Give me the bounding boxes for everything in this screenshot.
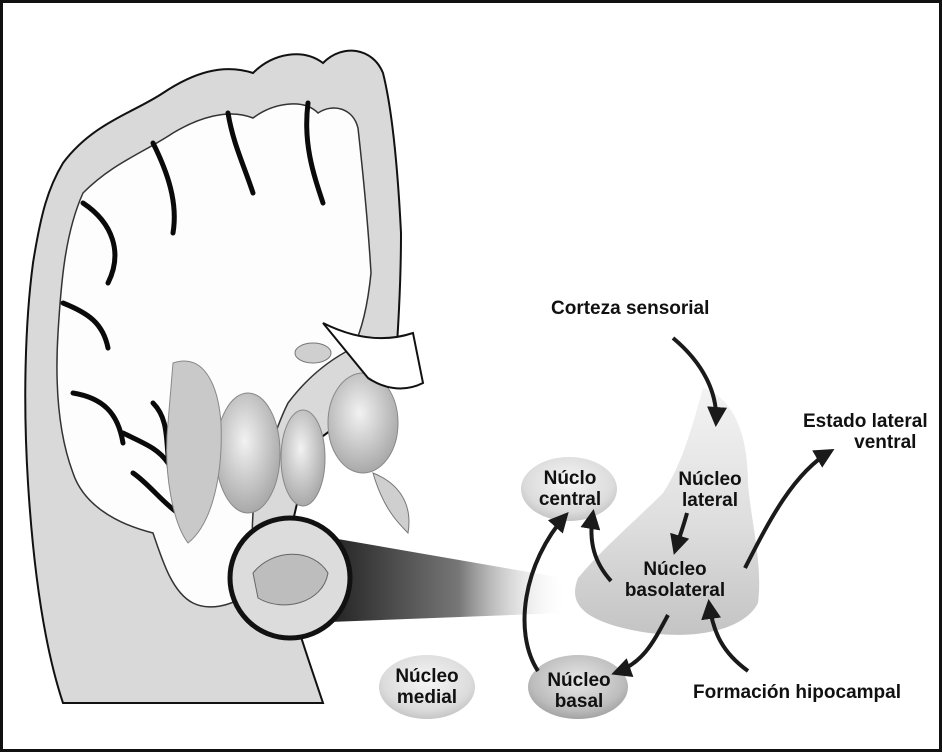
label-corteza-sensorial: Corteza sensorial — [551, 298, 709, 319]
putamen — [216, 393, 280, 513]
label-nucleo-basolateral-line2: basolateral — [613, 580, 737, 601]
label-nucleo-basal-line2: basal — [543, 691, 615, 712]
label-nucleo-lateral-line1: Núcleo — [673, 469, 747, 490]
thalamus — [328, 373, 398, 473]
label-nucleo-basal: Núcleo basal — [543, 670, 615, 712]
caudate — [295, 343, 331, 363]
label-estado-lateral-ventral: Estado lateral ventral — [803, 411, 928, 453]
label-nucleo-central: Núclo central — [533, 468, 607, 510]
label-nucleo-medial: Núcleo medial — [389, 666, 465, 708]
arrow-basolateral-to-estado — [745, 451, 831, 568]
brain-illustration — [3, 3, 942, 752]
label-nucleo-lateral-line2: lateral — [673, 490, 747, 511]
label-nucleo-basolateral-line1: Núcleo — [613, 559, 737, 580]
label-nucleo-basal-line1: Núcleo — [543, 670, 615, 691]
label-estado-lateral-line1: Estado lateral — [803, 411, 928, 432]
label-nucleo-medial-line1: Núcleo — [389, 666, 465, 687]
label-nucleo-basolateral: Núcleo basolateral — [613, 559, 737, 601]
label-estado-lateral-line2: ventral — [803, 432, 928, 453]
label-formacion-hipocampal: Formación hipocampal — [693, 682, 901, 703]
hippocampal-ridge — [373, 473, 409, 533]
label-corteza-sensorial-text: Corteza sensorial — [551, 298, 709, 319]
label-nucleo-central-line2: central — [533, 489, 607, 510]
label-nucleo-medial-line2: medial — [389, 687, 465, 708]
label-formacion-hipocampal-text: Formación hipocampal — [693, 682, 901, 703]
label-nucleo-central-line1: Núclo — [533, 468, 607, 489]
label-nucleo-lateral: Núcleo lateral — [673, 469, 747, 511]
globus-pallidus — [281, 410, 325, 506]
